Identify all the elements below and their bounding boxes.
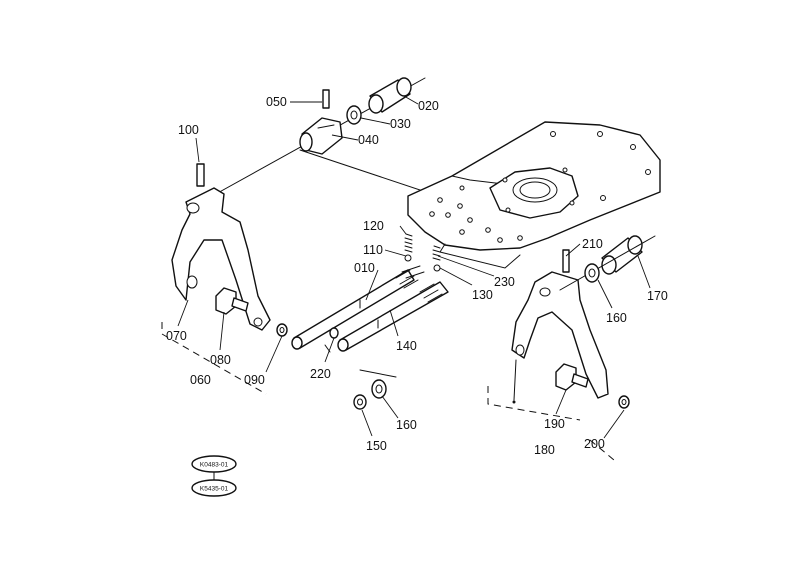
- callout-200: 200: [584, 437, 605, 451]
- callout-050: 050: [266, 95, 287, 109]
- part-120-spring: [404, 233, 413, 253]
- callout-060: 060: [190, 373, 211, 387]
- callout-090: 090: [244, 373, 265, 387]
- callout-labels: 050 020 030 040 100 120 110 010 230 130 …: [166, 95, 668, 457]
- part-220-clip: [329, 327, 339, 339]
- callout-190: 190: [544, 417, 565, 431]
- part-050-pin: [322, 89, 330, 109]
- callout-220: 220: [310, 367, 331, 381]
- callout-170: 170: [647, 289, 668, 303]
- part-020-pipe: [368, 77, 412, 114]
- callout-140: 140: [396, 339, 417, 353]
- part-030-washer: [346, 105, 362, 125]
- cover-plate: [407, 121, 661, 269]
- callout-070: 070: [166, 329, 187, 343]
- callout-210: 210: [582, 237, 603, 251]
- callout-130: 130: [472, 288, 493, 302]
- ref-label-2: K5435-01: [200, 486, 229, 493]
- axis-line-right: [559, 235, 656, 291]
- callout-230: 230: [494, 275, 515, 289]
- part-140-shaft: [337, 281, 449, 352]
- callout-100: 100: [178, 123, 199, 137]
- callout-030: 030: [390, 117, 411, 131]
- part-040-joint: [299, 117, 343, 155]
- callout-160-lower: 160: [396, 418, 417, 432]
- part-010-shaft: [291, 265, 425, 350]
- part-190-bolt: [555, 363, 589, 391]
- leader-lines: [177, 95, 651, 439]
- callout-120: 120: [363, 219, 384, 233]
- part-230-spring: [432, 245, 441, 261]
- reference-boxes: K0483-01 K5435-01: [191, 455, 237, 497]
- part-080-bolt: [215, 287, 249, 315]
- part-110-ball: [404, 254, 412, 262]
- callout-110: 110: [363, 243, 383, 257]
- left-shift-fork: [171, 163, 271, 331]
- group-bracket-left: [161, 322, 267, 395]
- callout-160-right: 160: [606, 311, 627, 325]
- callout-180: 180: [534, 443, 555, 457]
- group-bracket-right: [487, 386, 615, 461]
- callout-040: 040: [358, 133, 379, 147]
- ref-label-1: K0483-01: [200, 462, 229, 469]
- right-shift-fork: [511, 249, 609, 404]
- ref-box-2: [191, 479, 237, 497]
- callout-080: 080: [210, 353, 231, 367]
- callout-010: 010: [354, 261, 375, 275]
- part-090-clip: [276, 323, 288, 337]
- part-130-ball: [433, 264, 441, 272]
- callout-020: 020: [418, 99, 439, 113]
- callout-150: 150: [366, 439, 387, 453]
